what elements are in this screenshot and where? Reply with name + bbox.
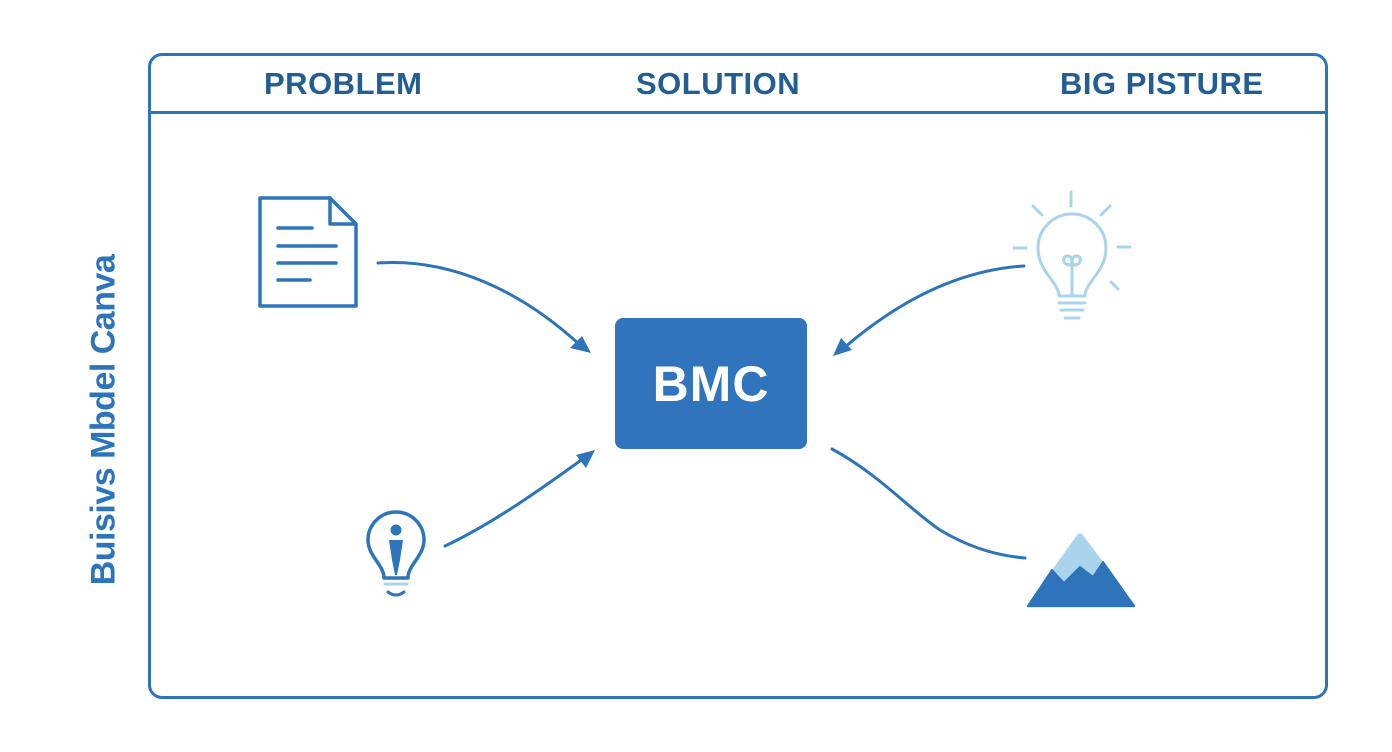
- arrow-solution-to-bmc: [443, 450, 595, 548]
- document-icon: [258, 196, 358, 308]
- column-header-solution: SOLUTION: [636, 66, 801, 101]
- canvas-frame: [148, 53, 1328, 699]
- header-divider: [148, 111, 1328, 114]
- arrow-problem-to-bmc: [376, 260, 591, 353]
- mountain-icon: [1026, 533, 1136, 608]
- bmc-label: BMC: [652, 355, 770, 412]
- column-header-problem: PROBLEM: [264, 66, 423, 101]
- connector-bmc-to-mountain: [830, 447, 1027, 560]
- column-header-big-picture: BIG PISTURE: [1060, 66, 1264, 101]
- lightbulb-idea-icon: [1012, 190, 1132, 320]
- arrow-big-picture-to-bmc: [833, 264, 1026, 356]
- lightbulb-person-icon: [366, 510, 426, 597]
- bmc-box: BMC: [615, 318, 807, 449]
